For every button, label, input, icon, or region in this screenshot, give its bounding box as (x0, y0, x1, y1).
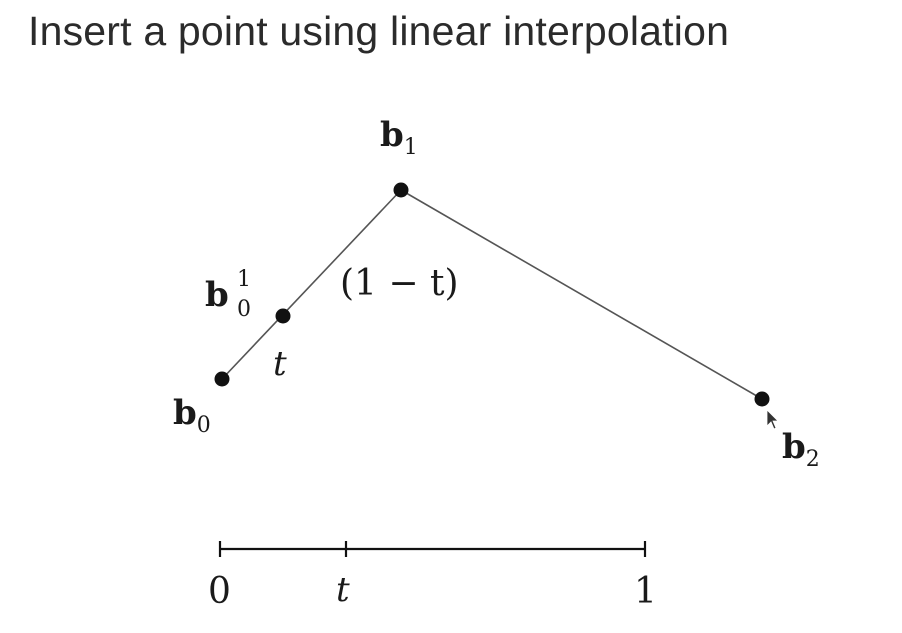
number-line-label-t: t (336, 570, 350, 610)
label-b01-sub: 0 (237, 297, 251, 322)
mouse-cursor-icon (766, 409, 779, 430)
segment-b0-b1 (221, 189, 402, 380)
number-line-label-0: 0 (208, 571, 231, 612)
number-line-label-1: 1 (634, 571, 657, 612)
segment-label-t: t (273, 344, 287, 384)
label-b01: b (205, 275, 229, 315)
label-b2: b2 (782, 427, 820, 472)
segment-label-one-minus-t: (1 − t) (340, 263, 459, 304)
point-b2-dot (754, 391, 770, 407)
label-b01-sup: 1 (237, 267, 251, 292)
label-b0: b0 (173, 393, 211, 438)
point-b1-dot (393, 182, 409, 198)
point-b01-dot (275, 308, 291, 324)
label-b1: b1 (380, 115, 418, 160)
page-title: Insert a point using linear interpolatio… (28, 8, 730, 54)
point-b0-dot (214, 371, 230, 387)
segment-b1-b2 (400, 189, 763, 400)
